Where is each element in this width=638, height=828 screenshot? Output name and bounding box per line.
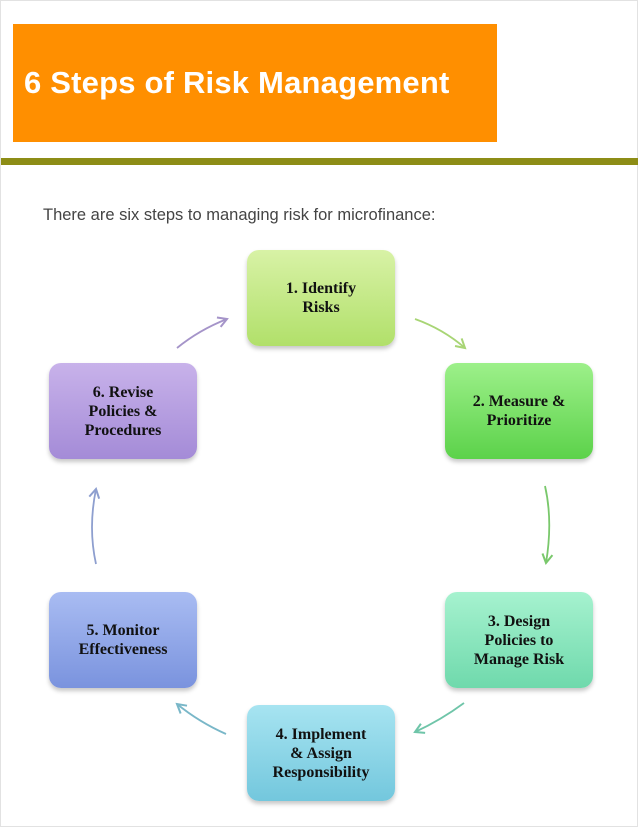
step-monitor-effectiveness: 5. Monitor Effectiveness (49, 592, 197, 688)
step-implement-assign: 4. Implement & Assign Responsibility (247, 705, 395, 801)
divider-rule (1, 158, 638, 165)
arrow-2-to-3 (541, 485, 554, 566)
step-measure-prioritize: 2. Measure & Prioritize (445, 363, 593, 459)
intro-text: There are six steps to managing risk for… (43, 206, 436, 224)
step-label: 5. Monitor Effectiveness (78, 622, 168, 658)
step-design-policies: 3. Design Policies to Manage Risk (445, 592, 593, 688)
step-label: 2. Measure & Prioritize (472, 393, 566, 429)
title-banner: 6 Steps of Risk Management (13, 24, 497, 142)
arrow-4-to-5 (175, 702, 227, 735)
step-revise-policies: 6. Revise Policies & Procedures (49, 363, 197, 459)
step-label: 4. Implement & Assign Responsibility (272, 725, 370, 781)
step-identify-risks: 1. Identify Risks (247, 250, 395, 346)
arrow-5-to-6 (88, 487, 101, 565)
page-title: 6 Steps of Risk Management (24, 65, 450, 100)
arrow-6-to-1 (176, 316, 229, 349)
step-label: 1. Identify Risks (285, 280, 357, 316)
step-label: 3. Design Policies to Manage Risk (473, 612, 565, 668)
arrow-1-to-2 (414, 318, 467, 350)
arrow-3-to-4 (413, 702, 465, 734)
step-label: 6. Revise Policies & Procedures (84, 383, 162, 439)
